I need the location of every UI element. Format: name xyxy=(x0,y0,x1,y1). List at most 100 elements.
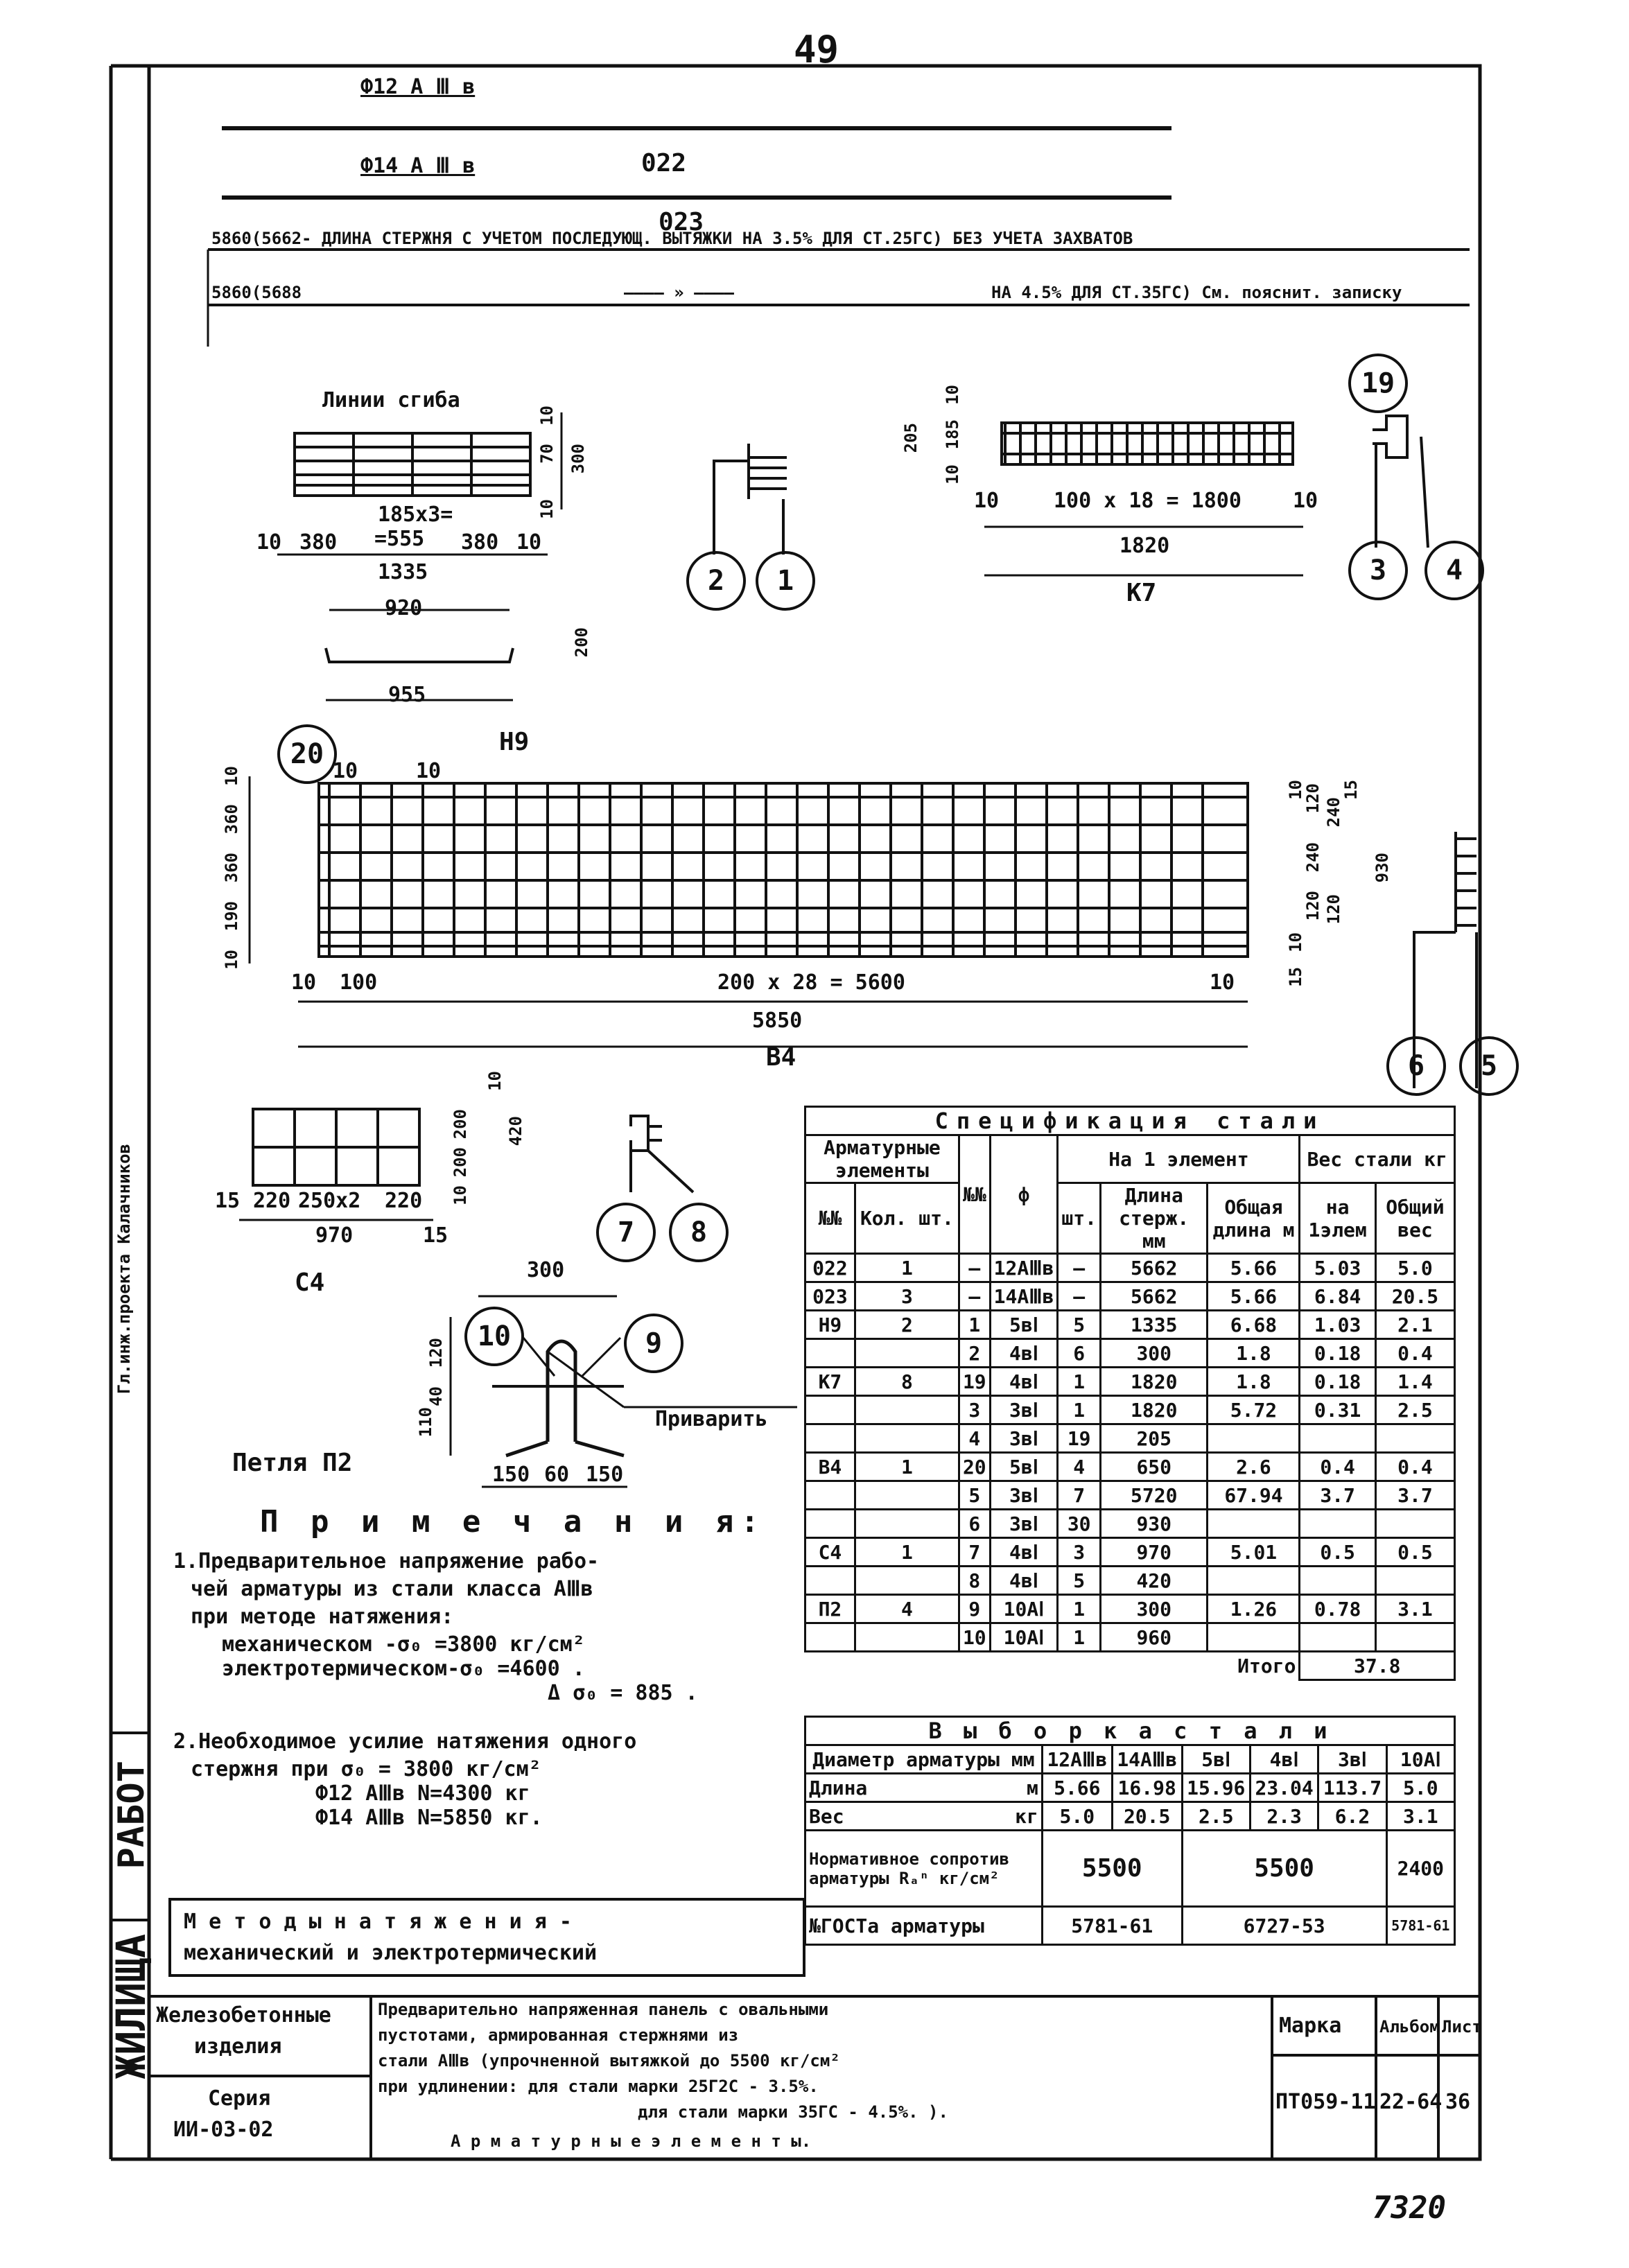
spec-cell-phi: 3вⅠ xyxy=(988,1423,1059,1454)
n9-side-300: 300 xyxy=(568,444,588,474)
spec-cell-nn xyxy=(804,1480,856,1510)
spec-cell-rod: 6 xyxy=(957,1508,991,1539)
callout-1: 1 xyxy=(756,551,815,611)
spec-cell-len: 1820 xyxy=(1099,1366,1209,1397)
spec-cell-qty xyxy=(853,1565,960,1596)
spec-cell-len: 300 xyxy=(1099,1594,1209,1624)
spec-cell-pcs: 1 xyxy=(1056,1622,1101,1652)
spec-cell-per1: 0.18 xyxy=(1298,1366,1377,1397)
sel-norm-label-2: арматуры Rₐⁿ кг/см² xyxy=(809,1868,1000,1888)
callout-19: 19 xyxy=(1348,354,1408,413)
s4-dim-220a: 220 xyxy=(253,1189,291,1213)
tb-album: 22-64 xyxy=(1379,2090,1443,2114)
note-1-line-5: электротермическом-σ₀ =4600 . xyxy=(222,1657,585,1681)
note-1-line-2: чей арматуры из стали класса АⅢв xyxy=(191,1577,593,1601)
sel-gost-label: №ГОСТа арматуры xyxy=(804,1905,1043,1946)
spec-cell-pcs: 5 xyxy=(1056,1309,1101,1340)
spec-cell-len: 970 xyxy=(1099,1537,1209,1567)
spec-cell-rod: 10 xyxy=(957,1622,991,1652)
callout-2: 2 xyxy=(686,551,746,611)
sel-col-2: 5вⅠ xyxy=(1181,1744,1251,1774)
v4-left-10b: 10 xyxy=(222,950,241,970)
callout-4: 4 xyxy=(1425,541,1484,600)
sel-len-2: 15.96 xyxy=(1181,1772,1251,1803)
loop-weld-label: Приварить xyxy=(655,1407,768,1431)
v4-top-dim-10b: 10 xyxy=(416,759,442,783)
v4-right-15a: 15 xyxy=(1341,780,1361,800)
sel-col-1: 14АⅢв xyxy=(1110,1744,1183,1774)
k7-side-205: 205 xyxy=(901,423,921,453)
sel-len-0: 5.66 xyxy=(1040,1772,1113,1803)
spec-cell-per1: 1.03 xyxy=(1298,1309,1377,1340)
spec-cell-phi: 3вⅠ xyxy=(988,1508,1059,1539)
k7-side-10a: 10 xyxy=(943,385,962,405)
spec-cell-per1 xyxy=(1298,1622,1377,1652)
spec-h-len: Длина стерж. мм xyxy=(1099,1182,1209,1255)
v4-dim-5850: 5850 xyxy=(752,1009,803,1033)
spec-cell-rod: 1 xyxy=(957,1309,991,1340)
spec-cell-total xyxy=(1374,1622,1456,1652)
sel-wt-1: 20.5 xyxy=(1110,1801,1183,1831)
v4-right-10a: 10 xyxy=(1286,780,1305,800)
v4-left-360a: 360 xyxy=(222,804,241,835)
spec-cell-per1: 0.5 xyxy=(1298,1537,1377,1567)
k7-label: К7 xyxy=(1126,579,1157,607)
spec-cell-len: 205 xyxy=(1099,1423,1209,1454)
callout-20: 20 xyxy=(277,724,337,784)
callout-8: 8 xyxy=(669,1203,729,1262)
spec-cell-pcs: 4 xyxy=(1056,1451,1101,1482)
spec-cell-qty xyxy=(853,1622,960,1652)
selection-title: В ы б о р к а с т а л и xyxy=(804,1716,1456,1746)
spec-cell-total xyxy=(1374,1423,1456,1454)
sel-wt-unit: кг xyxy=(1015,1804,1038,1828)
bar-code-022: 022 xyxy=(641,149,687,177)
callout-7: 7 xyxy=(596,1203,656,1262)
k7-side-10b: 10 xyxy=(943,464,962,485)
n9-mesh-drawing xyxy=(277,412,563,701)
spec-cell-nn: П2 xyxy=(804,1594,856,1624)
tb-desc-1: Предварительно напряженная панель с овал… xyxy=(378,2000,829,2019)
n9-side-10a: 10 xyxy=(537,405,557,426)
spec-cell-total: 0.4 xyxy=(1374,1338,1456,1368)
spec-cell-nn xyxy=(804,1395,856,1425)
tb-desc-4: при удлинении: для стали марки 25Г2С - 3… xyxy=(378,2077,819,2096)
spec-cell-phi: 10АⅠ xyxy=(988,1622,1059,1652)
spec-h-elements: Арматурные элементы xyxy=(804,1134,960,1184)
spec-cell-per1 xyxy=(1298,1423,1377,1454)
spec-cell-len: 420 xyxy=(1099,1565,1209,1596)
spec-cell-pcs: 5 xyxy=(1056,1565,1101,1596)
tb-sheet: 36 xyxy=(1445,2090,1471,2114)
tb-desc-2: пустотами, армированная стержнями из xyxy=(378,2025,739,2045)
n9-dim-955: 955 xyxy=(388,683,426,707)
spec-cell-tlen xyxy=(1206,1622,1301,1652)
spec-cell-len: 930 xyxy=(1099,1508,1209,1539)
spec-cell-rod: 19 xyxy=(957,1366,991,1397)
sel-wt-5: 3.1 xyxy=(1385,1801,1456,1831)
s4-dim-970: 970 xyxy=(315,1223,354,1248)
sel-len-unit: м xyxy=(1027,1776,1038,1799)
sel-len-3: 23.04 xyxy=(1248,1772,1320,1803)
spec-cell-len: 960 xyxy=(1099,1622,1209,1652)
spec-cell-phi: 4вⅠ xyxy=(988,1565,1059,1596)
spec-cell-phi: 10АⅠ xyxy=(988,1594,1059,1624)
sel-wt-0: 5.0 xyxy=(1040,1801,1113,1831)
spec-cell-nn: К7 xyxy=(804,1366,856,1397)
k7-dim-10b: 10 xyxy=(1293,489,1318,513)
v4-top-dim-10a: 10 xyxy=(333,759,358,783)
n9-dim-top2: =555 xyxy=(374,527,425,551)
spec-cell-tlen: 5.66 xyxy=(1206,1281,1301,1311)
spec-cell-phi: 3вⅠ xyxy=(988,1395,1059,1425)
spec-cell-qty: 2 xyxy=(853,1309,960,1340)
sel-col-3: 4вⅠ xyxy=(1248,1744,1320,1774)
methods-line-2: механический и электротермический xyxy=(184,1941,598,1965)
loop-dim-300: 300 xyxy=(527,1258,565,1282)
spec-cell-qty: 1 xyxy=(853,1537,960,1567)
n9-dim-1335: 1335 xyxy=(378,560,428,584)
sidebar-signatures: Гл.инж.проекта Калачников xyxy=(114,1144,134,1395)
note-1-line-6: Δ σ₀ = 885 . xyxy=(548,1681,698,1705)
sheet-stamp: 7320 xyxy=(1373,2190,1446,2226)
sel-col-5: 10АⅠ xyxy=(1385,1744,1456,1774)
sel-norm-0: 5500 xyxy=(1040,1829,1183,1908)
v4-left-190: 190 xyxy=(222,901,241,932)
